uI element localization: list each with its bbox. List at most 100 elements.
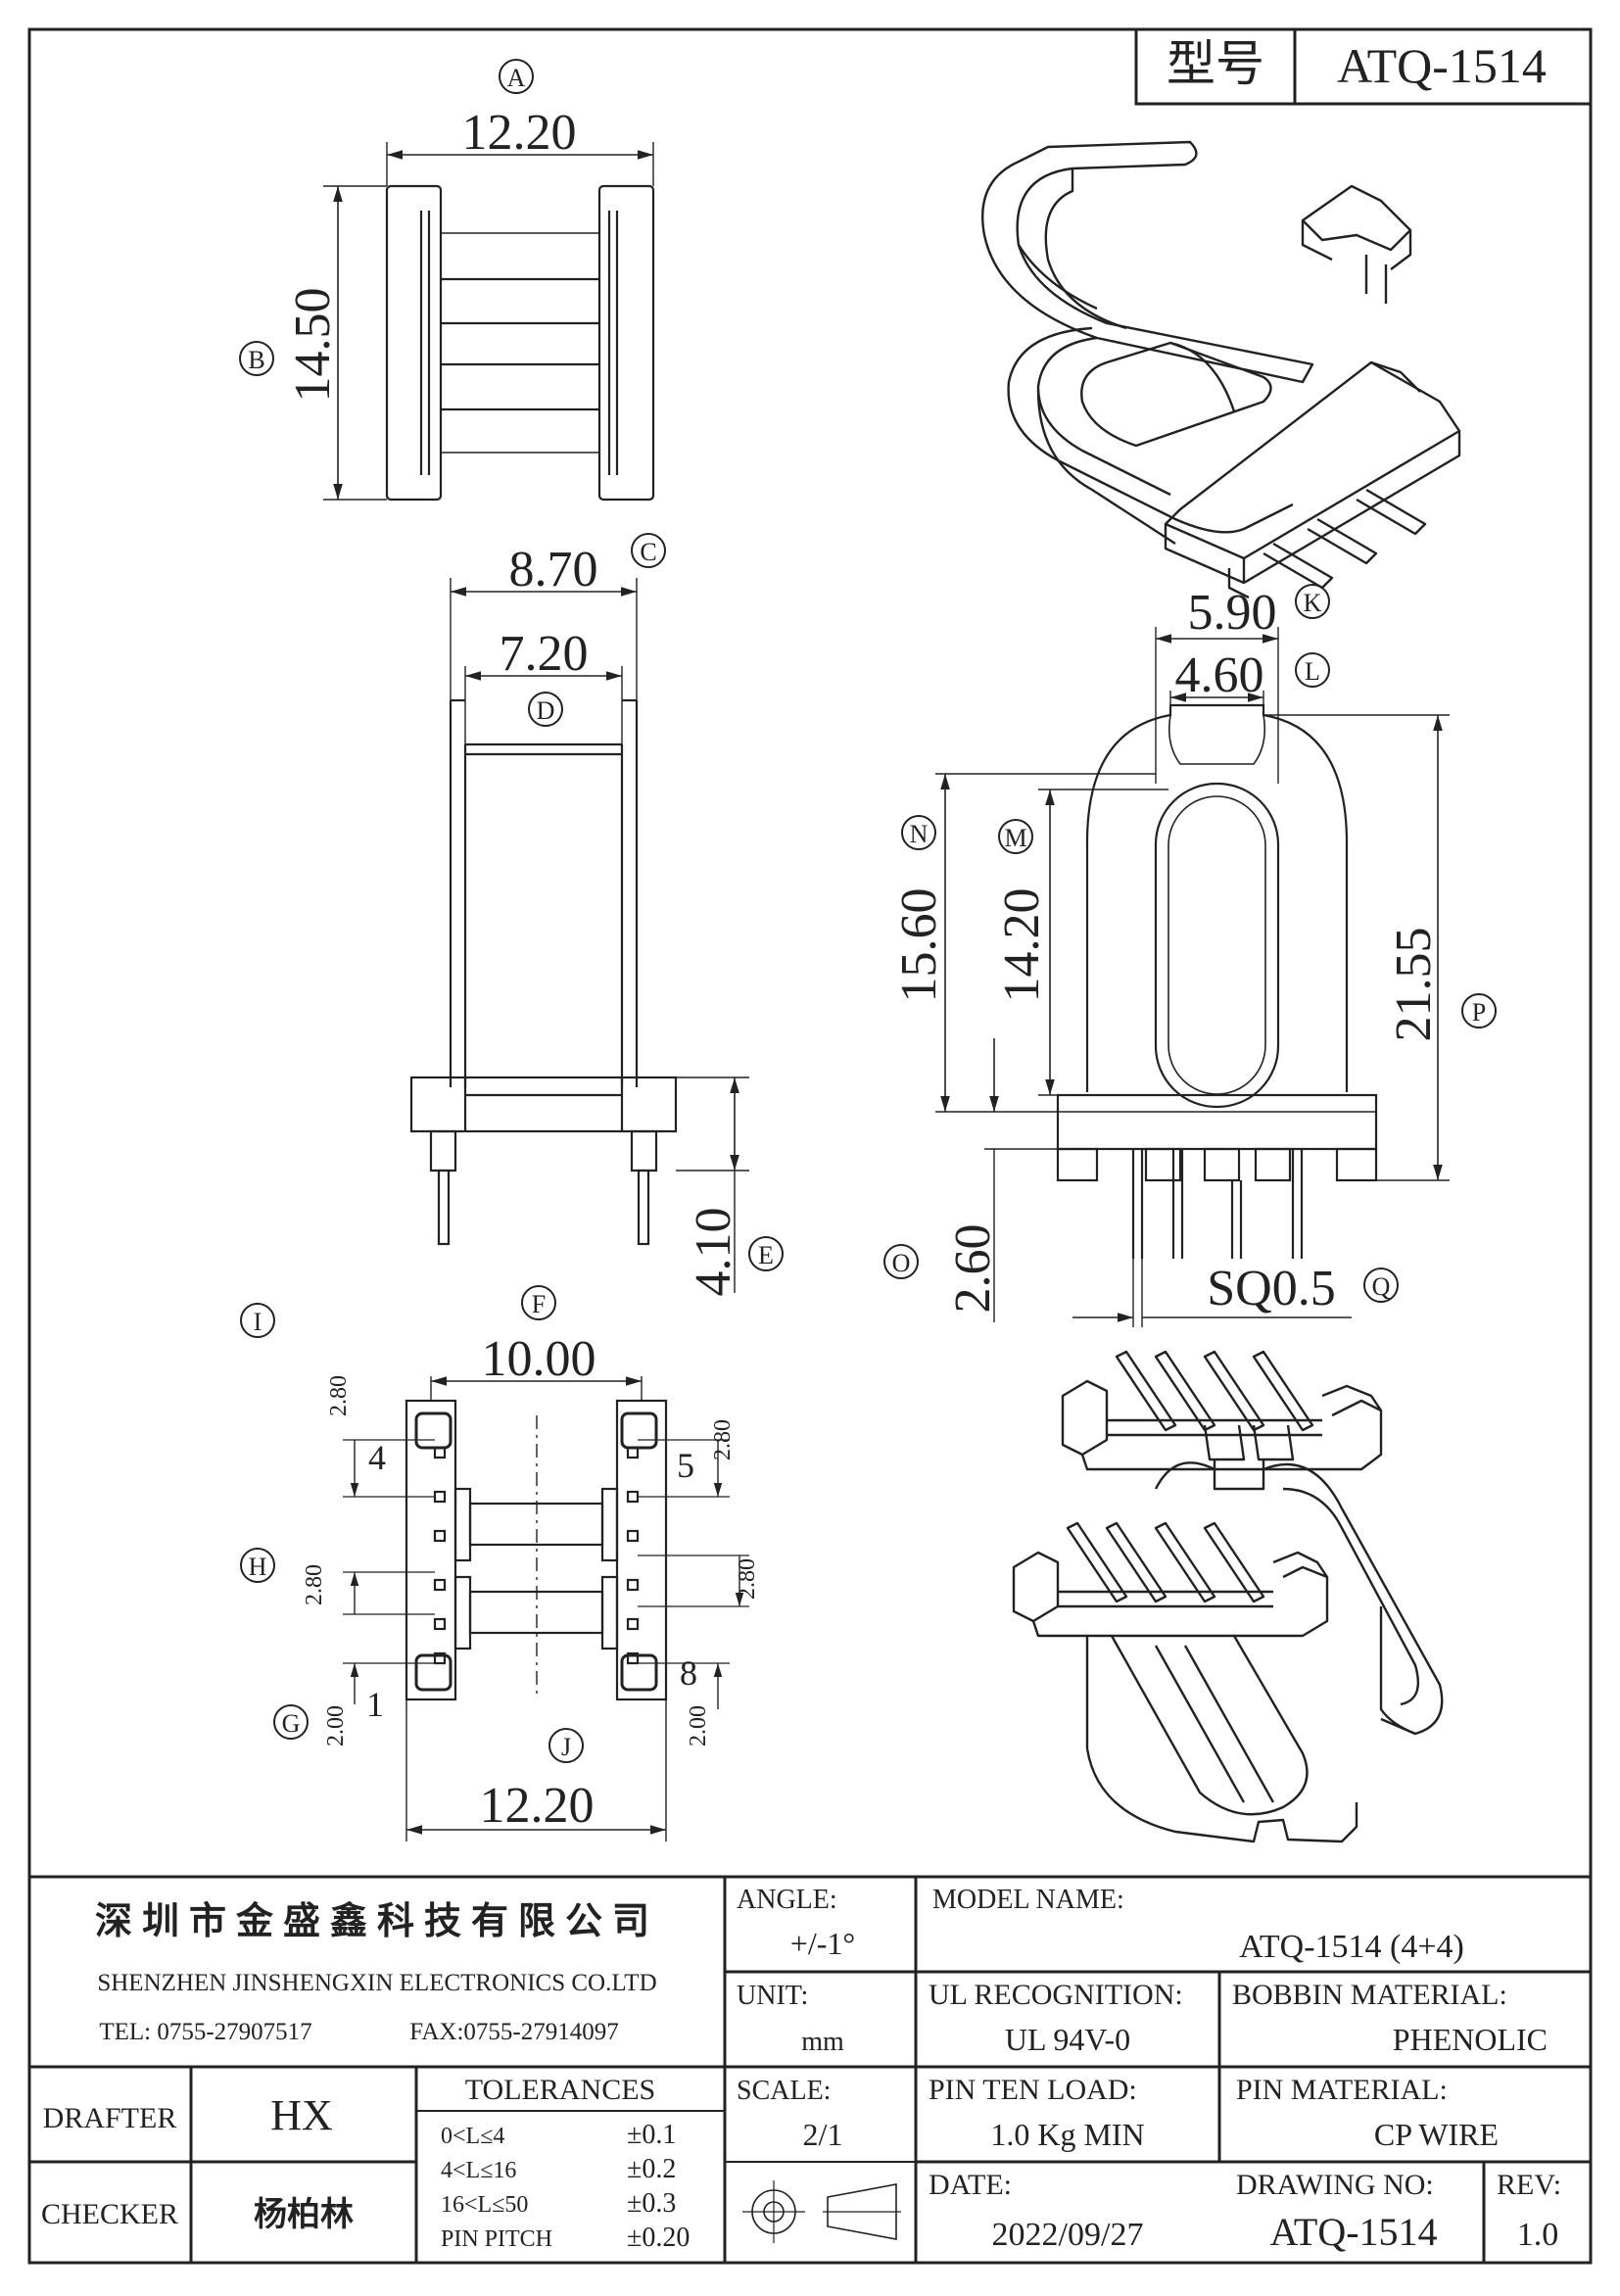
svg-text:I: I (254, 1308, 262, 1336)
dim-J: J 12.20 (480, 1728, 595, 1834)
dim-I: I 2.80 (240, 1303, 352, 1416)
svg-text:F: F (532, 1290, 546, 1318)
rev-label: REV: (1497, 2169, 1561, 2201)
svg-text:4.60: 4.60 (1175, 647, 1264, 703)
svg-text:G: G (282, 1709, 301, 1738)
company-fax: FAX:0755-27914097 (409, 2019, 618, 2045)
dim-K: 5.90 K (1188, 584, 1330, 641)
dim-G: G 2.00 (273, 1704, 349, 1746)
svg-text:4<L≤16: 4<L≤16 (441, 2158, 516, 2183)
checker-label: CHECKER (41, 2198, 178, 2230)
svg-text:2.00: 2.00 (686, 1705, 711, 1746)
rev-value: 1.0 (1517, 2217, 1559, 2253)
bobbin-value: PHENOLIC (1393, 2022, 1548, 2057)
svg-text:O: O (892, 1249, 911, 1277)
dim-A: A 12.20 (462, 59, 577, 161)
front-view (409, 578, 749, 1293)
top-view (323, 142, 655, 502)
svg-text:PIN PITCH: PIN PITCH (441, 2226, 552, 2252)
model-name-value: ATQ-1514 (4+4) (1239, 1929, 1464, 1965)
svg-text:2.80: 2.80 (302, 1564, 327, 1605)
dim-C: 8.70 C (509, 533, 666, 598)
bobbin-label: BOBBIN MATERIAL: (1232, 1979, 1507, 2011)
dim-O: O 2.60 (883, 1224, 1001, 1314)
date-value: 2022/09/27 (992, 2217, 1144, 2253)
bottom-view (343, 1376, 749, 1842)
svg-text:5: 5 (677, 1446, 694, 1485)
date-label: DATE: (929, 2169, 1012, 2201)
model-value: ATQ-1514 (1337, 38, 1547, 93)
model-label: 型号 (1167, 36, 1264, 91)
svg-text:2.80: 2.80 (735, 1558, 760, 1600)
svg-text:P: P (1472, 998, 1486, 1027)
svg-text:0<L≤4: 0<L≤4 (441, 2124, 504, 2149)
svg-text:A: A (507, 64, 526, 92)
svg-text:12.20: 12.20 (480, 1778, 595, 1834)
svg-text:M: M (1004, 824, 1026, 852)
svg-text:D: D (537, 696, 555, 725)
iso-view-bottom (1012, 1350, 1444, 1843)
scale-label: SCALE: (737, 2076, 831, 2106)
company-tel: TEL: 0755-27907517 (99, 2019, 311, 2045)
title-block-text: 深圳市金盛鑫科技有限公司 SHENZHEN JINSHENGXIN ELECTR… (41, 1885, 1561, 2254)
svg-text:C: C (640, 538, 656, 566)
svg-text:B: B (248, 346, 264, 374)
dim-E: 4.10 E (686, 1208, 784, 1297)
pin-material-label: PIN MATERIAL: (1236, 2074, 1448, 2106)
sheet-border (27, 27, 1593, 2265)
ul-value: UL 94V-0 (1005, 2022, 1130, 2057)
pin-material-value: CP WIRE (1374, 2117, 1499, 2152)
dim-P: 21.55 P (1386, 928, 1497, 1042)
svg-text:SQ0.5: SQ0.5 (1207, 1261, 1335, 1316)
ul-label: UL RECOGNITION: (929, 1979, 1183, 2011)
title-block (29, 1875, 1591, 2263)
header-model-box: 型号 ATQ-1514 (1134, 27, 1593, 106)
svg-text:7.20: 7.20 (500, 626, 589, 682)
drafter-label: DRAFTER (43, 2102, 177, 2134)
checker-value: 杨柏林 (254, 2196, 354, 2233)
svg-text:12.20: 12.20 (462, 105, 577, 161)
svg-text:10.00: 10.00 (482, 1331, 596, 1387)
side-view (935, 627, 1450, 1327)
iso-view-top (981, 140, 1461, 599)
svg-text:8.70: 8.70 (509, 542, 598, 598)
dim-N: N 15.60 (891, 815, 947, 1003)
svg-text:21.55: 21.55 (1386, 928, 1442, 1042)
scale-value: 2/1 (803, 2117, 843, 2152)
svg-text:8: 8 (680, 1653, 697, 1693)
svg-text:15.60: 15.60 (891, 888, 947, 1003)
pin-load-label: PIN TEN LOAD: (929, 2074, 1137, 2106)
bottom-view-labels: 4 5 1 8 2.80 2.80 2.00 (366, 1419, 760, 1746)
unit-value: mm (801, 2027, 844, 2057)
drawing-no-label: DRAWING NO: (1236, 2169, 1434, 2201)
svg-text:K: K (1304, 589, 1322, 617)
dim-Q: SQ0.5 Q (1207, 1261, 1399, 1316)
dim-M: M 14.20 (994, 819, 1050, 1003)
company-en: SHENZHEN JINSHENGXIN ELECTRONICS CO.LTD (97, 1970, 656, 1996)
drafter-value: HX (270, 2091, 333, 2139)
svg-text:2.80: 2.80 (326, 1375, 352, 1416)
svg-text:4.10: 4.10 (686, 1208, 741, 1297)
svg-text:±0.1: ±0.1 (627, 2120, 676, 2150)
pin-load-value: 1.0 Kg MIN (990, 2117, 1144, 2152)
angle-value: +/-1° (790, 1926, 855, 1961)
svg-text:2.60: 2.60 (945, 1224, 1001, 1314)
svg-text:14.50: 14.50 (285, 288, 341, 403)
svg-text:±0.2: ±0.2 (627, 2154, 676, 2184)
svg-text:H: H (249, 1553, 267, 1581)
svg-text:14.20: 14.20 (994, 888, 1050, 1003)
svg-text:5.90: 5.90 (1188, 585, 1277, 641)
angle-label: ANGLE: (737, 1885, 837, 1915)
unit-label: UNIT: (737, 1981, 808, 2011)
dim-H: H 2.80 (240, 1548, 327, 1605)
svg-text:Q: Q (1372, 1272, 1391, 1301)
svg-text:1: 1 (366, 1685, 384, 1724)
dim-B: B 14.50 (239, 288, 341, 403)
svg-text:E: E (758, 1241, 774, 1269)
company-cn: 深圳市金盛鑫科技有限公司 (95, 1900, 659, 1942)
dim-F: F 10.00 (482, 1285, 596, 1387)
svg-text:2.00: 2.00 (323, 1705, 349, 1746)
svg-text:2.80: 2.80 (710, 1419, 736, 1460)
